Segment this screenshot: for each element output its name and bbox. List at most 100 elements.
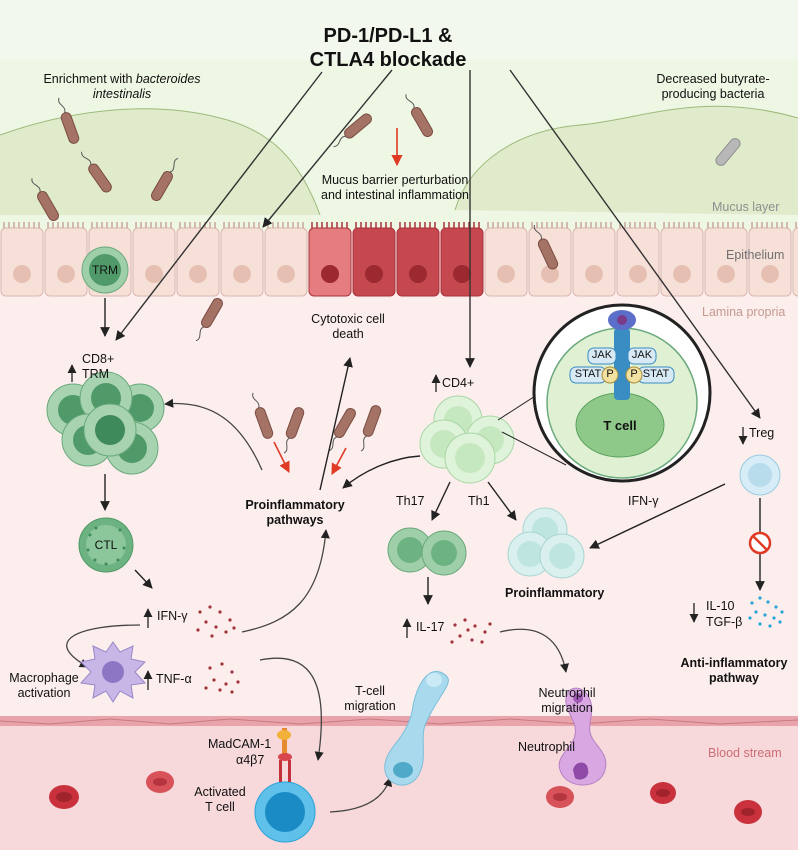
- bacteria-group: [31, 94, 741, 454]
- jak-right-label: JAK: [631, 349, 653, 361]
- activated-line-1: Activated: [194, 785, 246, 799]
- bacteroides-text: bacteroides: [135, 72, 201, 86]
- epithelial-nucleus: [541, 265, 559, 283]
- blockade-arrows: [115, 69, 761, 419]
- pro-pathways-line-2: pathways: [266, 512, 324, 527]
- arrow-treg-ifn: [589, 483, 726, 549]
- epithelial-nucleus: [145, 265, 163, 283]
- epithelial-cell: [572, 227, 616, 297]
- epithelial-cell: [352, 227, 396, 297]
- arrow-to-th17: [431, 481, 451, 521]
- bacterium: [333, 113, 372, 148]
- epithelial-cell: [748, 227, 792, 297]
- trm-label: TRM: [92, 263, 118, 277]
- activated-line-2: T cell: [205, 799, 235, 814]
- arrow-ifn-to-pro: [241, 529, 330, 633]
- mucus-barrier-label: Mucus barrier perturbation and intestina…: [300, 173, 490, 203]
- anti-inflammatory-cytokines: [748, 596, 784, 628]
- bacterium: [328, 407, 356, 452]
- epithelial-nucleus: [717, 265, 735, 283]
- anti-line-2: pathway: [708, 670, 759, 685]
- th17-label: Th17: [396, 494, 425, 508]
- arrow-ifn-to-macrophage: [66, 624, 141, 668]
- activated-t-cell: [254, 781, 316, 843]
- madcam-label: MadCAM-1: [208, 737, 272, 751]
- bacterium: [151, 157, 179, 202]
- arrow-to-cytotoxic: [319, 357, 353, 491]
- tgf-beta-label: TGF-β: [706, 615, 743, 629]
- epithelium-layer: [0, 222, 798, 297]
- arrow-ctl-ifn: [134, 569, 153, 589]
- bacterium: [252, 392, 274, 439]
- epithelial-nucleus: [673, 265, 691, 283]
- epithelial-cell: [484, 227, 528, 297]
- macrophage-line-2: activation: [17, 685, 71, 700]
- macrophage: [79, 641, 147, 703]
- cd8-trm-label: CD8+ TRM: [82, 352, 114, 382]
- decreased-line-1: Decreased butyrate-: [656, 72, 770, 86]
- bacterium: [58, 97, 80, 144]
- il17-dots: [450, 618, 492, 644]
- th1-cells: [507, 507, 585, 579]
- t-cell-label: T cell: [603, 418, 637, 433]
- neutrophil-migration-label: Neutrophil migration: [522, 686, 612, 716]
- epithelial-nucleus: [409, 265, 427, 283]
- butyrate-bacterium: [715, 138, 741, 166]
- anti-inflammatory-label: Anti-inflammatory pathway: [672, 656, 796, 686]
- epithelial-nucleus: [13, 265, 31, 283]
- prohibited-icon: [748, 531, 772, 555]
- bacterium: [283, 407, 305, 454]
- activated-t-cell-label: Activated T cell: [180, 785, 260, 815]
- neutrophil-label: Neutrophil: [518, 740, 575, 754]
- arrow-to-th1: [487, 481, 517, 521]
- anti-line-1: Anti-inflammatory: [680, 656, 788, 670]
- epithelial-nucleus: [629, 265, 647, 283]
- stat-right-label: STAT: [642, 368, 670, 380]
- red-blood-cells: [49, 771, 762, 824]
- p-left-label: P: [606, 368, 614, 380]
- title-line-2: CTLA4 blockade: [309, 49, 467, 71]
- treg-label: Treg: [749, 426, 775, 440]
- mucus-hill-left: [0, 108, 320, 215]
- tnf-dots: [204, 662, 240, 694]
- epithelium-label: Epithelium: [726, 248, 785, 262]
- p-right-label: P: [630, 368, 638, 380]
- cytotoxic-label: Cytotoxic cell death: [298, 312, 398, 342]
- t-cell-migration-label: T-cell migration: [330, 684, 410, 714]
- mucus-barrier-line-1: Mucus barrier perturbation: [321, 173, 469, 187]
- cd4-label: CD4+: [442, 376, 475, 390]
- decreased-label: Decreased butyrate- producing bacteria: [628, 72, 798, 102]
- cytotoxic-line-2: death: [332, 326, 364, 341]
- t-migration-line-2: migration: [344, 698, 396, 713]
- epithelial-nucleus: [497, 265, 515, 283]
- epithelial-cell: [308, 227, 352, 297]
- epithelial-nucleus: [189, 265, 207, 283]
- th1-label: Th1: [468, 494, 490, 508]
- bacterium: [405, 94, 433, 138]
- bacterium: [195, 297, 223, 342]
- arrow-pro-to-cd8: [164, 398, 263, 471]
- cytotoxic-line-1: Cytotoxic cell: [311, 312, 385, 326]
- jak-left-label: JAK: [591, 349, 613, 361]
- bacterium: [31, 178, 59, 222]
- ctl-granules: [86, 526, 126, 566]
- epithelial-nucleus: [277, 265, 295, 283]
- bacterium: [360, 405, 382, 452]
- indicator-arrows: [67, 364, 748, 690]
- enrichment-label: Enrichment with bacteroides intestinalis: [22, 72, 222, 102]
- tnf-alpha-label: TNF-α: [156, 672, 192, 686]
- t-migration-line-1: T-cell: [355, 684, 385, 698]
- arrow-il17-to-neutrophil: [499, 628, 569, 673]
- cd4-cluster: [419, 395, 515, 484]
- epithelial-cell: [44, 227, 88, 297]
- arrow-cd4-to-pro: [342, 455, 421, 489]
- epithelial-cell: [396, 227, 440, 297]
- epithelial-nucleus: [453, 265, 471, 283]
- epithelial-cell: [660, 227, 704, 297]
- t-cell-zoom: [532, 303, 712, 483]
- th17-cells: [387, 527, 467, 576]
- bacterium: [81, 151, 112, 193]
- ctl-label: CTL: [94, 538, 118, 552]
